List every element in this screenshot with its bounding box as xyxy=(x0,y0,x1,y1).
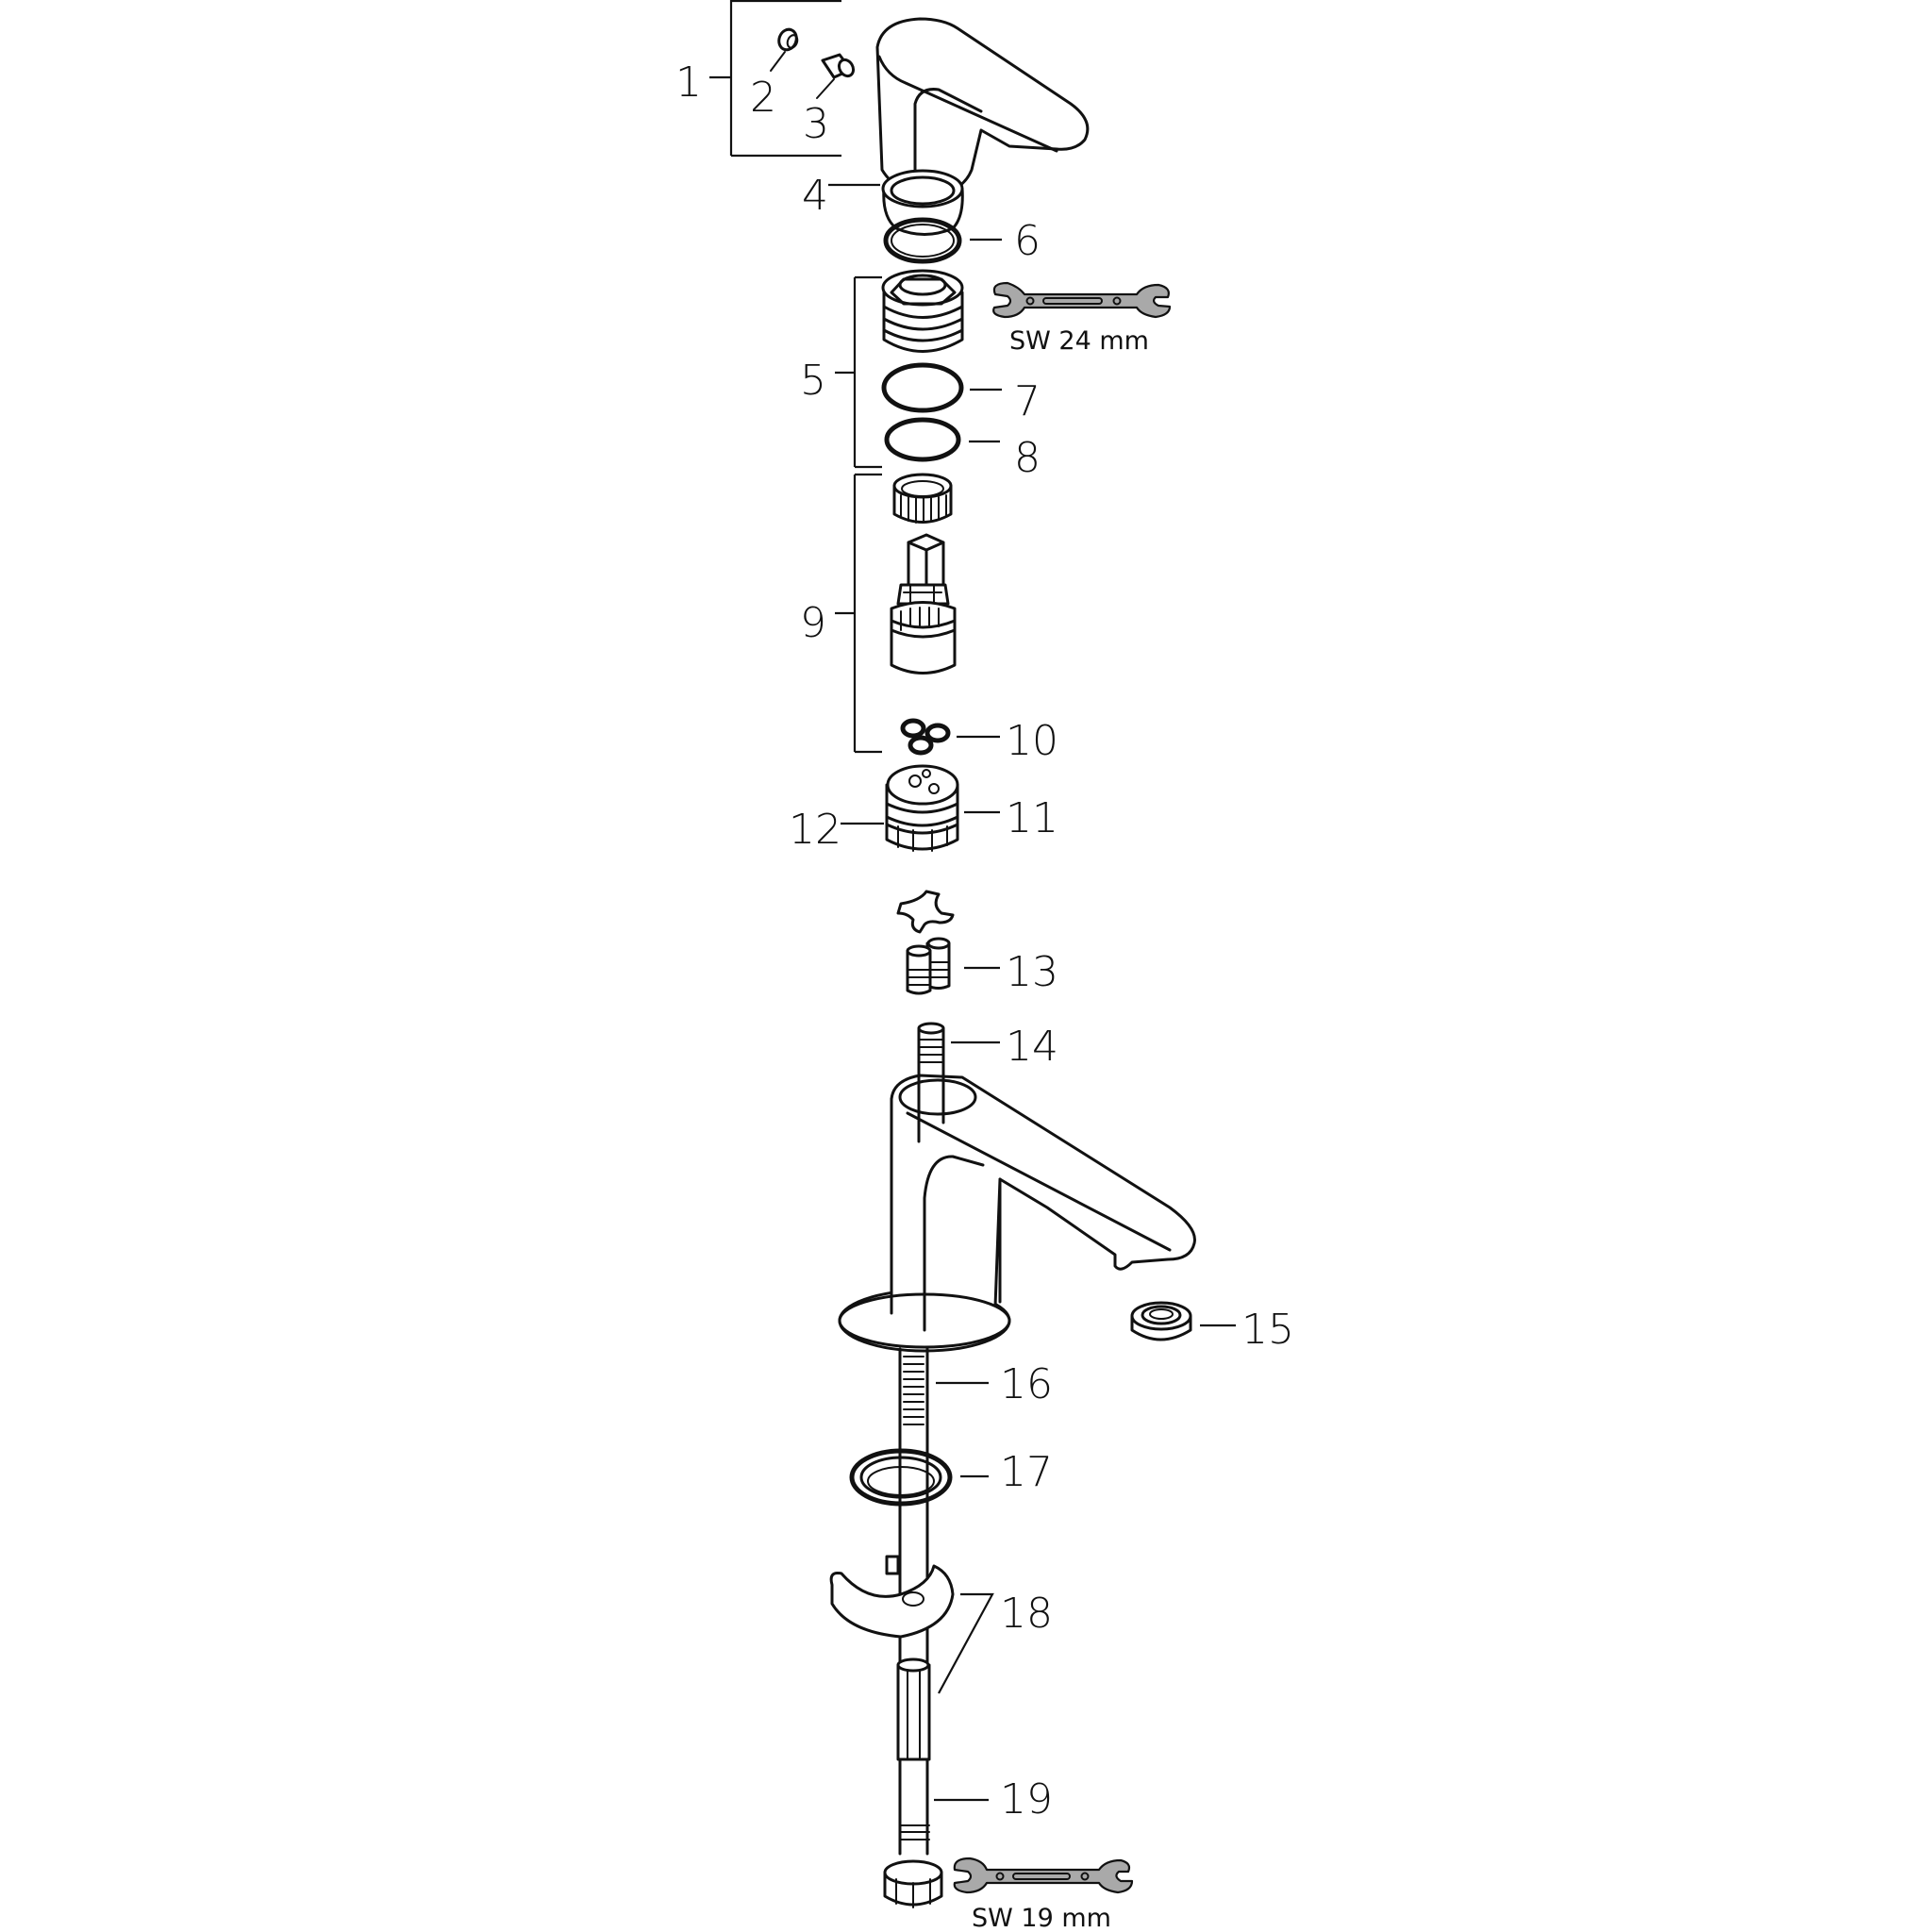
cap-icon[interactable] xyxy=(770,27,799,72)
fixing-sleeve[interactable] xyxy=(896,1657,931,1761)
cartridge-seals[interactable] xyxy=(900,718,951,756)
label-1[interactable]: 1 xyxy=(675,58,702,107)
label-15[interactable]: 15 xyxy=(1241,1306,1294,1354)
cartridge-nut[interactable] xyxy=(881,269,964,353)
label-12[interactable]: 12 xyxy=(789,806,841,854)
aerator[interactable] xyxy=(1130,1301,1192,1341)
wrench-24-icon xyxy=(992,281,1172,319)
bracket-5 xyxy=(835,275,882,469)
wrench-24-label: SW 24 mm xyxy=(1009,326,1149,356)
set-screw-icon[interactable] xyxy=(816,53,857,99)
wrench-19-label: SW 19 mm xyxy=(972,1904,1111,1932)
o-ring-6[interactable] xyxy=(883,217,962,264)
o-ring-8[interactable] xyxy=(884,417,961,462)
knurled-ring[interactable] xyxy=(892,473,953,524)
cartridge[interactable] xyxy=(890,533,957,675)
label-10[interactable]: 10 xyxy=(1006,717,1058,765)
label-2[interactable]: 2 xyxy=(750,74,776,122)
label-14[interactable]: 14 xyxy=(1006,1023,1058,1071)
leader-18 xyxy=(938,1592,994,1694)
connection-hose[interactable] xyxy=(883,1824,943,1908)
base-adapter[interactable] xyxy=(885,764,959,852)
label-7[interactable]: 7 xyxy=(1014,377,1041,425)
label-18[interactable]: 18 xyxy=(1000,1590,1053,1638)
connection-nipples[interactable] xyxy=(906,937,951,995)
bracket-1 xyxy=(709,0,841,158)
label-13[interactable]: 13 xyxy=(1006,948,1058,996)
seal-ring[interactable] xyxy=(849,1448,953,1507)
bracket-9 xyxy=(835,473,882,754)
label-9[interactable]: 9 xyxy=(800,599,826,647)
label-17[interactable]: 17 xyxy=(1000,1448,1053,1496)
label-19[interactable]: 19 xyxy=(1000,1775,1053,1824)
faucet-body[interactable] xyxy=(838,1074,1196,1353)
label-5[interactable]: 5 xyxy=(800,357,826,405)
star-spring[interactable] xyxy=(896,890,955,934)
lever-handle[interactable] xyxy=(875,17,1090,197)
o-ring-7[interactable] xyxy=(881,362,964,413)
label-3[interactable]: 3 xyxy=(803,100,829,148)
label-4[interactable]: 4 xyxy=(802,172,828,220)
label-8[interactable]: 8 xyxy=(1014,434,1041,482)
wrench-19-icon xyxy=(953,1857,1134,1894)
label-16[interactable]: 16 xyxy=(1000,1360,1053,1408)
label-6[interactable]: 6 xyxy=(1014,217,1041,265)
fixing-horseshoe[interactable] xyxy=(829,1555,955,1639)
label-11[interactable]: 11 xyxy=(1006,794,1058,842)
